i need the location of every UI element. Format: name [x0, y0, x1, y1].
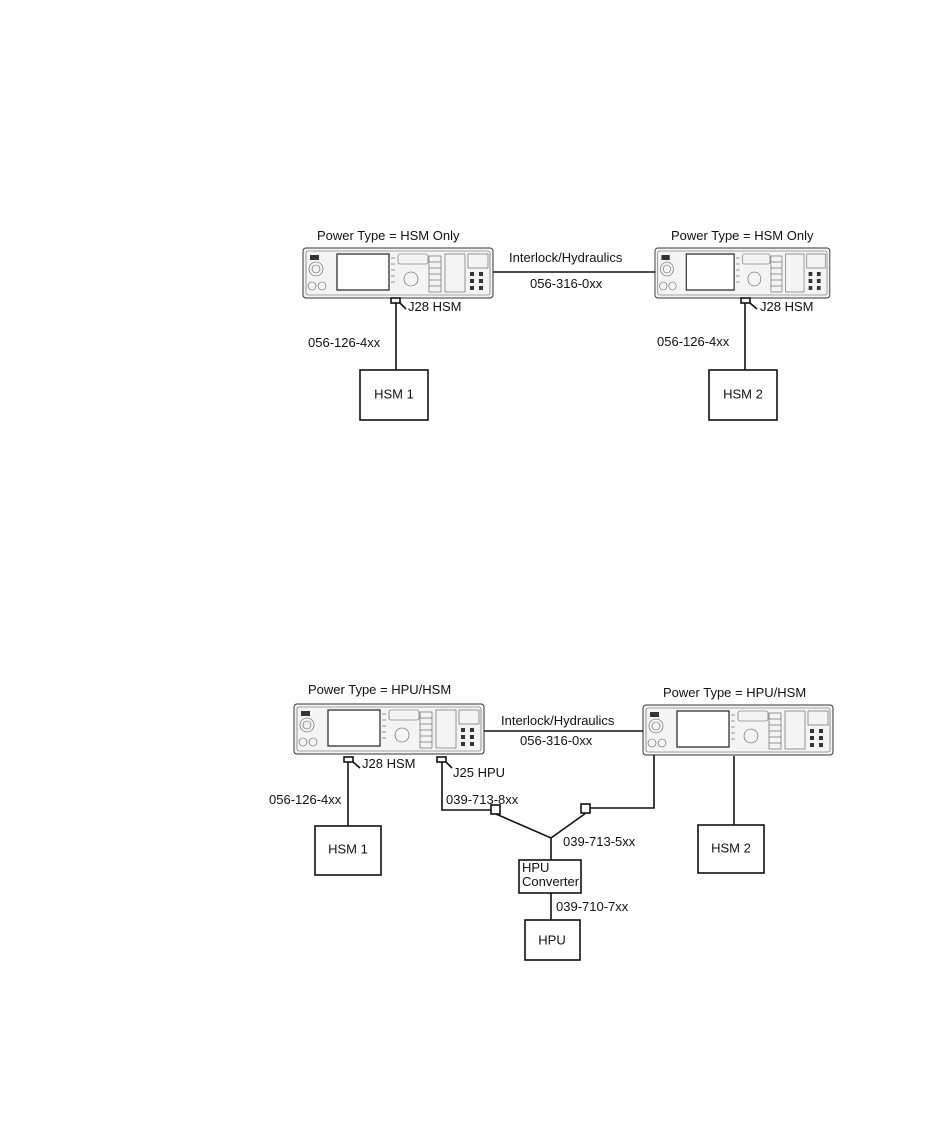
bottom-y-connector-left — [491, 805, 500, 814]
bottom-right-controller-branch — [590, 755, 654, 808]
top-configuration: Power Type = HSM Only Power Type = HSM O… — [303, 228, 830, 420]
top-hsm-1-label: HSM 1 — [374, 386, 414, 401]
top-left-controller — [303, 248, 493, 298]
bottom-hpu-cable-part: 039-710-7xx — [556, 899, 629, 914]
bottom-converter-line1: HPU — [522, 860, 549, 875]
bottom-hpu-label: HPU — [538, 932, 565, 947]
top-interlock-part: 056-316-0xx — [530, 276, 603, 291]
bottom-j28-label: J28 HSM — [362, 756, 415, 771]
bottom-right-controller — [643, 705, 833, 755]
bottom-y-connector-right — [581, 804, 590, 813]
top-left-cable-part: 056-126-4xx — [308, 335, 381, 350]
top-right-controller — [655, 248, 830, 298]
top-hsm-2-label: HSM 2 — [723, 386, 763, 401]
bottom-hpu-branch-part: 039-713-8xx — [446, 792, 519, 807]
top-left-j28-connector — [391, 298, 400, 303]
top-left-j28-label: J28 HSM — [408, 299, 461, 314]
bottom-left-controller — [294, 704, 484, 754]
bottom-hsm-2-label: HSM 2 — [711, 840, 751, 855]
bottom-hsm-cable-part: 056-126-4xx — [269, 792, 342, 807]
top-right-j28-connector — [741, 298, 750, 303]
bottom-interlock-label: Interlock/Hydraulics — [501, 713, 615, 728]
bottom-j25-label: J25 HPU — [453, 765, 505, 780]
bottom-j28-connector — [344, 757, 353, 762]
top-right-controller-title: Power Type = HSM Only — [671, 228, 814, 243]
bottom-converter-line2: Converter — [522, 874, 580, 889]
top-right-cable-part: 056-126-4xx — [657, 334, 730, 349]
top-right-j28-label: J28 HSM — [760, 299, 813, 314]
top-left-controller-title: Power Type = HSM Only — [317, 228, 460, 243]
bottom-hsm-1-label: HSM 1 — [328, 841, 368, 856]
bottom-y-cable-part: 039-713-5xx — [563, 834, 636, 849]
bottom-interlock-part: 056-316-0xx — [520, 733, 593, 748]
top-interlock-label: Interlock/Hydraulics — [509, 250, 623, 265]
bottom-j25-connector — [437, 757, 446, 762]
bottom-right-controller-title: Power Type = HPU/HSM — [663, 685, 806, 700]
bottom-left-controller-title: Power Type = HPU/HSM — [308, 682, 451, 697]
bottom-configuration: Power Type = HPU/HSM Power Type = HPU/HS… — [269, 682, 833, 960]
